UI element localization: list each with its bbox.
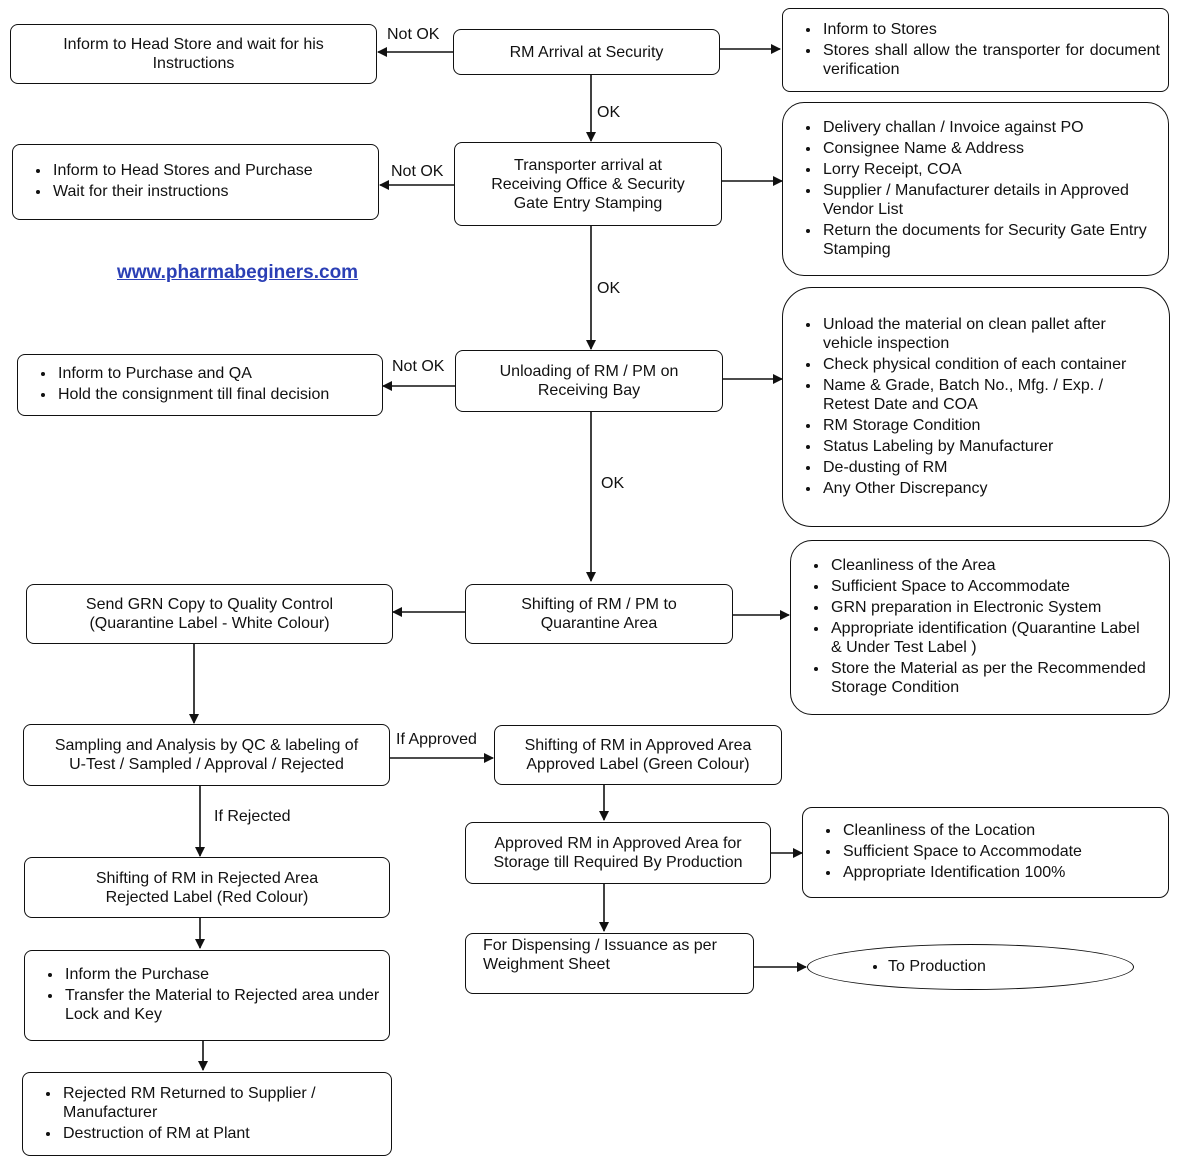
bullet-list: Rejected RM Returned to Supplier / Manuf…: [31, 1084, 383, 1145]
list-item: Return the documents for Security Gate E…: [821, 221, 1160, 259]
step-text-line: Shifting of RM in Approved Area: [524, 737, 752, 754]
step-shifting-quarantine: Shifting of RM / PM to Quarantine Area: [465, 584, 733, 644]
step-dispensing: For Dispensing / Issuance as per Weighme…: [465, 933, 754, 994]
list-item: Status Labeling by Manufacturer: [821, 437, 1143, 456]
step-text-line: Shifting of RM in Rejected Area: [95, 869, 319, 887]
bullet-list: Unload the material on clean pallet afte…: [791, 315, 1161, 500]
list-item: GRN preparation in Electronic System: [829, 598, 1151, 617]
step-text-line: Gate Entry Stamping: [513, 194, 663, 212]
bullet-list: Inform to Head Stores and Purchase Wait …: [21, 161, 313, 203]
step-transporter-arrival: Transporter arrival at Receiving Office …: [454, 142, 722, 226]
list-item: Inform to Head Stores and Purchase: [51, 161, 313, 180]
list-item: Destruction of RM at Plant: [61, 1124, 383, 1143]
step-text-line: Transporter arrival at: [514, 156, 662, 174]
box-inform-head-store-text: Inform to Head Store and wait for his In…: [63, 36, 324, 72]
list-item: De-dusting of RM: [821, 458, 1143, 477]
step-sampling: Sampling and Analysis by QC & labeling o…: [23, 724, 390, 786]
step-unloading: Unloading of RM / PM on Receiving Bay: [455, 350, 723, 412]
step-text-line: Unloading of RM / PM on: [499, 363, 679, 380]
list-item: Wait for their instructions: [51, 182, 313, 201]
ok-label-3: OK: [601, 475, 625, 492]
bullet-list: Cleanliness of the Location Sufficient S…: [811, 821, 1082, 884]
list-item: Supplier / Manufacturer details in Appro…: [821, 181, 1160, 219]
list-item: Stores shall allow the transporter for d…: [821, 41, 1160, 79]
step-shifting-rejected: Shifting of RM in Rejected Area Rejected…: [24, 857, 390, 918]
step-text-line: Weighment Sheet: [483, 956, 610, 973]
list-item: Inform the Purchase: [63, 965, 381, 984]
step-text-line: Shifting of RM / PM to: [521, 596, 677, 613]
box-unload-checks: Unload the material on clean pallet afte…: [782, 287, 1170, 527]
step-send-grn: Send GRN Copy to Quality Control (Quaran…: [26, 584, 393, 644]
terminal-to-production: To Production: [807, 944, 1134, 990]
step-text-line: U-Test / Sampled / Approval / Rejected: [69, 756, 344, 773]
list-item: Inform to Stores: [821, 20, 1160, 39]
step-rm-arrival-text: RM Arrival at Security: [509, 43, 664, 61]
list-item: Unload the material on clean pallet afte…: [821, 315, 1143, 353]
list-item: Lorry Receipt, COA: [821, 160, 1160, 179]
bullet-list: Cleanliness of the Area Sufficient Space…: [799, 556, 1161, 699]
if-rejected-label: If Rejected: [214, 808, 291, 825]
box-inform-purchase-rejected: Inform the Purchase Transfer the Materia…: [24, 950, 390, 1041]
list-item: Sufficient Space to Accommodate: [829, 577, 1151, 596]
bullet-list: Inform the Purchase Transfer the Materia…: [33, 965, 381, 1026]
list-item: Store the Material as per the Recommende…: [829, 659, 1151, 697]
list-item: Sufficient Space to Accommodate: [841, 842, 1082, 861]
box-document-checks: Delivery challan / Invoice against PO Co…: [782, 102, 1169, 276]
box-rejected-return: Rejected RM Returned to Supplier / Manuf…: [22, 1072, 392, 1156]
step-text-line: Receiving Office & Security: [491, 175, 685, 193]
bullet-list: Delivery challan / Invoice against PO Co…: [791, 118, 1160, 261]
step-text-line: For Dispensing / Issuance as per: [483, 937, 717, 954]
not-ok-label-1: Not OK: [387, 26, 440, 43]
list-item: Name & Grade, Batch No., Mfg. / Exp. / R…: [821, 376, 1143, 414]
box-inform-head-stores-purchase: Inform to Head Stores and Purchase Wait …: [12, 144, 379, 220]
step-approved-storage: Approved RM in Approved Area for Storage…: [465, 822, 771, 884]
step-text-line: Sampling and Analysis by QC & labeling o…: [54, 737, 359, 754]
list-item: RM Storage Condition: [821, 416, 1143, 435]
box-location-checks: Cleanliness of the Location Sufficient S…: [802, 807, 1169, 898]
bullet-list: Inform to Stores Stores shall allow the …: [791, 20, 1160, 81]
list-item: Hold the consignment till final decision: [56, 385, 329, 404]
list-item: Transfer the Material to Rejected area u…: [63, 986, 381, 1024]
list-item: Rejected RM Returned to Supplier / Manuf…: [61, 1084, 383, 1122]
not-ok-label-2: Not OK: [391, 163, 444, 180]
ok-label-2: OK: [597, 280, 621, 297]
if-approved-label: If Approved: [396, 731, 477, 748]
box-inform-head-store: Inform to Head Store and wait for his In…: [10, 24, 377, 84]
list-item: Check physical condition of each contain…: [821, 355, 1143, 374]
step-text-line: Send GRN Copy to Quality Control: [85, 596, 334, 613]
step-text-line: Storage till Required By Production: [493, 854, 743, 871]
box-inform-stores: Inform to Stores Stores shall allow the …: [782, 8, 1169, 92]
list-item: To Production: [888, 958, 986, 976]
box-quarantine-checks: Cleanliness of the Area Sufficient Space…: [790, 540, 1170, 715]
ok-label-1: OK: [597, 104, 621, 121]
box-inform-purchase-qa: Inform to Purchase and QA Hold the consi…: [17, 354, 383, 416]
list-item: Inform to Purchase and QA: [56, 364, 329, 383]
step-text-line: Receiving Bay: [537, 382, 641, 399]
list-item: Cleanliness of the Location: [841, 821, 1082, 840]
step-text-line: Approved Label (Green Colour): [526, 756, 750, 773]
list-item: Appropriate identification (Quarantine L…: [829, 619, 1151, 657]
step-text-line: (Quarantine Label - White Colour): [89, 615, 330, 632]
list-item: Cleanliness of the Area: [829, 556, 1151, 575]
list-item: Consignee Name & Address: [821, 139, 1160, 158]
step-rm-arrival: RM Arrival at Security: [453, 29, 720, 75]
step-shifting-approved: Shifting of RM in Approved Area Approved…: [494, 725, 782, 785]
bullet-list: To Production: [808, 958, 986, 976]
bullet-list: Inform to Purchase and QA Hold the consi…: [26, 364, 329, 406]
not-ok-label-3: Not OK: [392, 358, 445, 375]
step-text-line: Rejected Label (Red Colour): [105, 888, 309, 906]
list-item: Any Other Discrepancy: [821, 479, 1143, 498]
list-item: Appropriate Identification 100%: [841, 863, 1082, 882]
step-text-line: Quarantine Area: [540, 615, 658, 632]
step-text-line: Approved RM in Approved Area for: [494, 835, 742, 852]
website-link[interactable]: www.pharmabeginers.com: [117, 262, 359, 283]
list-item: Delivery challan / Invoice against PO: [821, 118, 1160, 137]
